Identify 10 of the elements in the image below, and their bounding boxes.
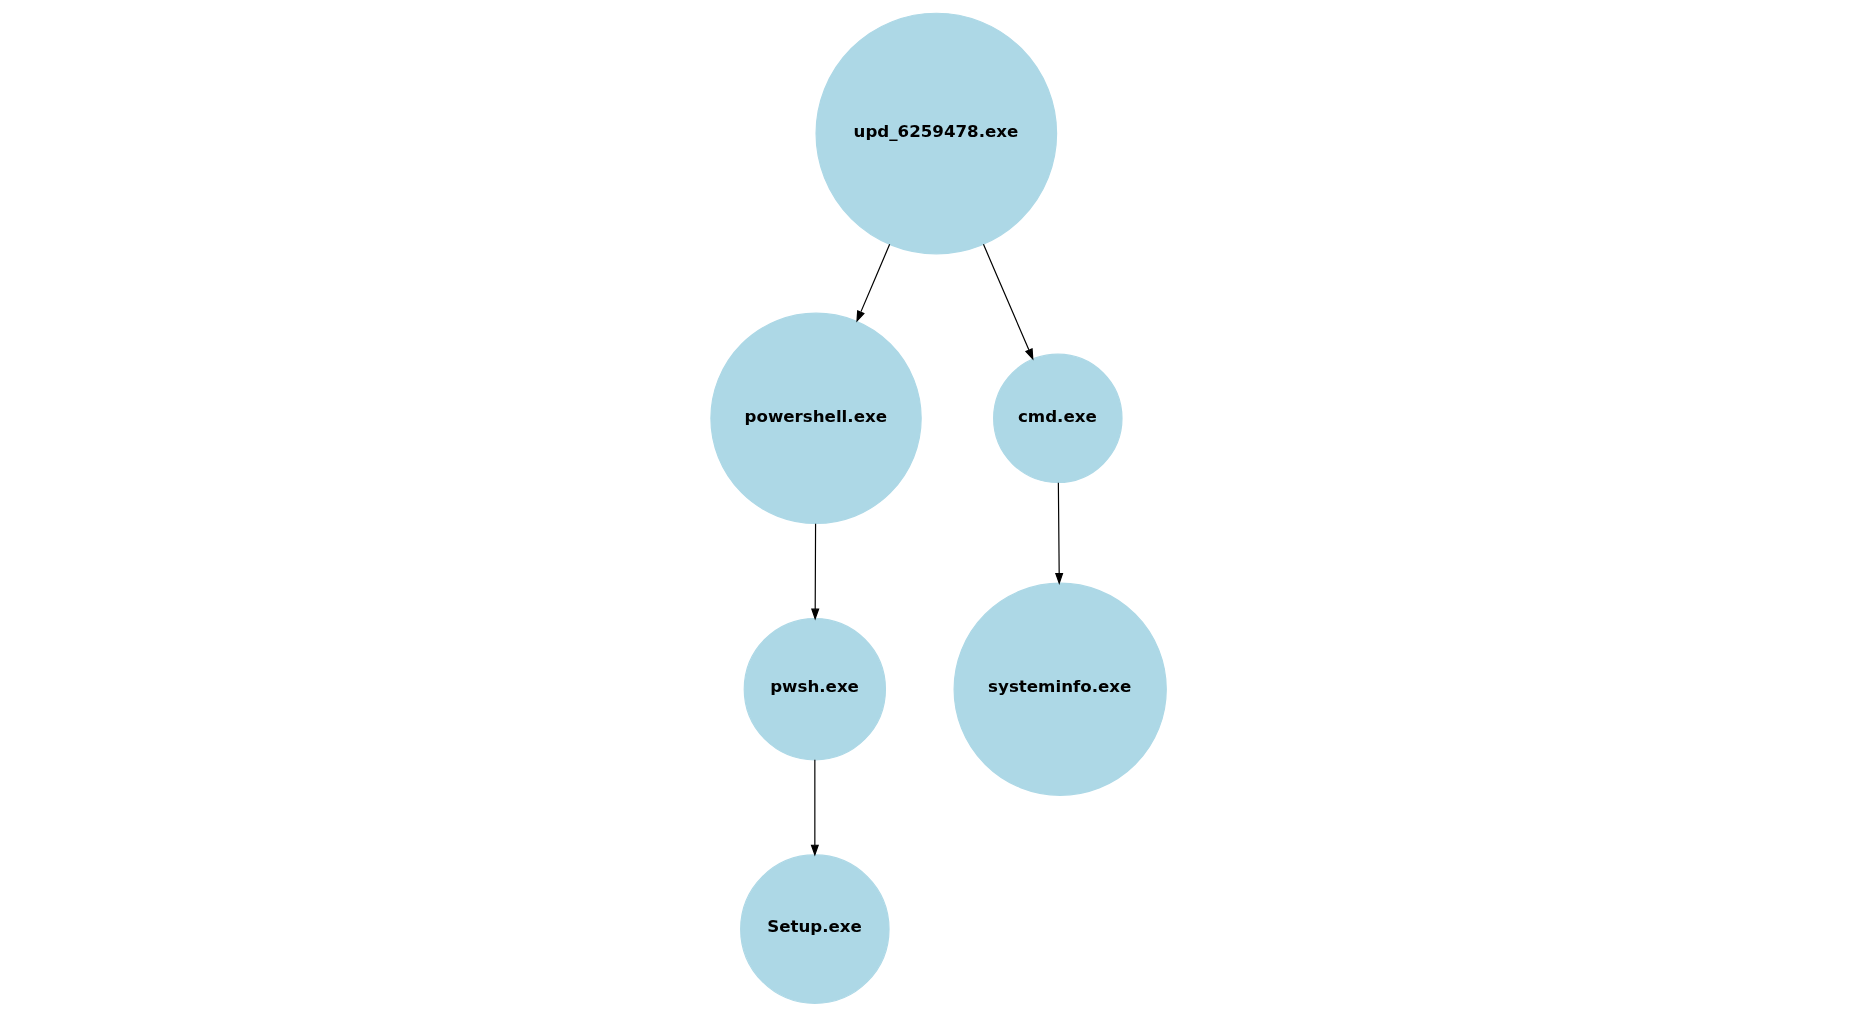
arrow — [810, 523, 819, 621]
node-circle: upd_6259478.exe — [814, 12, 1057, 255]
arrow — [982, 243, 1033, 361]
node-circle: cmd.exe — [992, 353, 1123, 484]
node-circle: systeminfo.exe — [953, 582, 1167, 796]
node-circle: pwsh.exe — [743, 618, 886, 761]
node-circle: Setup.exe — [739, 854, 890, 1004]
arrow — [810, 759, 819, 857]
arrow — [1054, 482, 1063, 585]
arrow — [855, 243, 890, 323]
